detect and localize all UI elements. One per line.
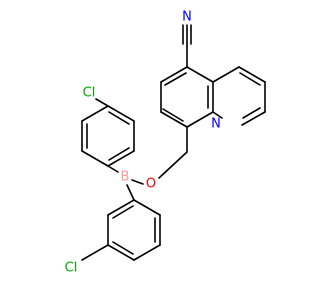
- bond-ring1-inner: [108, 147, 130, 161]
- bond-c2-n1: [241, 111, 266, 126]
- bond-c5-c4a: [186, 66, 214, 83]
- nitrogen-ring-label: N: [211, 117, 221, 132]
- bond-ring1-cl: [95, 98, 109, 107]
- bond-ring2: [133, 199, 161, 216]
- bond-ring2: [107, 244, 135, 261]
- bond-ring2: [107, 199, 135, 216]
- bond-c6-c5-inner: [164, 72, 187, 86]
- bond-o-link: [158, 151, 188, 179]
- bond-c8-c7: [160, 111, 188, 128]
- molecule-structure: N N O B Cl Cl: [65, 10, 266, 276]
- bond-c4-c3: [238, 66, 266, 83]
- bond-layer: [81, 24, 266, 261]
- bond-b-c1-top: [107, 165, 119, 173]
- nitrogen-nitrile-label: N: [182, 10, 192, 25]
- bond-ring1: [81, 150, 109, 167]
- bond-b-o: [131, 179, 144, 185]
- bond-c4a-c4: [212, 66, 240, 83]
- bond-c2-n1-inner: [242, 107, 261, 119]
- bond-c4-c3-inner: [239, 72, 261, 86]
- bond-ring1: [81, 105, 109, 122]
- bond-ring2: [133, 244, 161, 261]
- bond-ring2-inner: [112, 205, 134, 219]
- boron-label: B: [121, 170, 130, 185]
- bond-c8a-n1: [212, 111, 223, 119]
- chlorine-bottom-label: Cl: [65, 261, 78, 276]
- bond-c8-c7-inner: [162, 108, 184, 122]
- bond-ring2-inner: [112, 241, 134, 255]
- bond-ring1-inner: [108, 111, 130, 125]
- bond-c6-c5: [160, 66, 188, 83]
- oxygen-label: O: [146, 177, 156, 192]
- bond-ring2-cl: [81, 244, 109, 261]
- bond-c8a-c8: [186, 111, 214, 128]
- bond-ring1: [107, 105, 135, 122]
- bond-ring1: [107, 150, 135, 167]
- chlorine-top-label: Cl: [83, 86, 96, 101]
- bond-b-c1-bottom: [126, 184, 135, 201]
